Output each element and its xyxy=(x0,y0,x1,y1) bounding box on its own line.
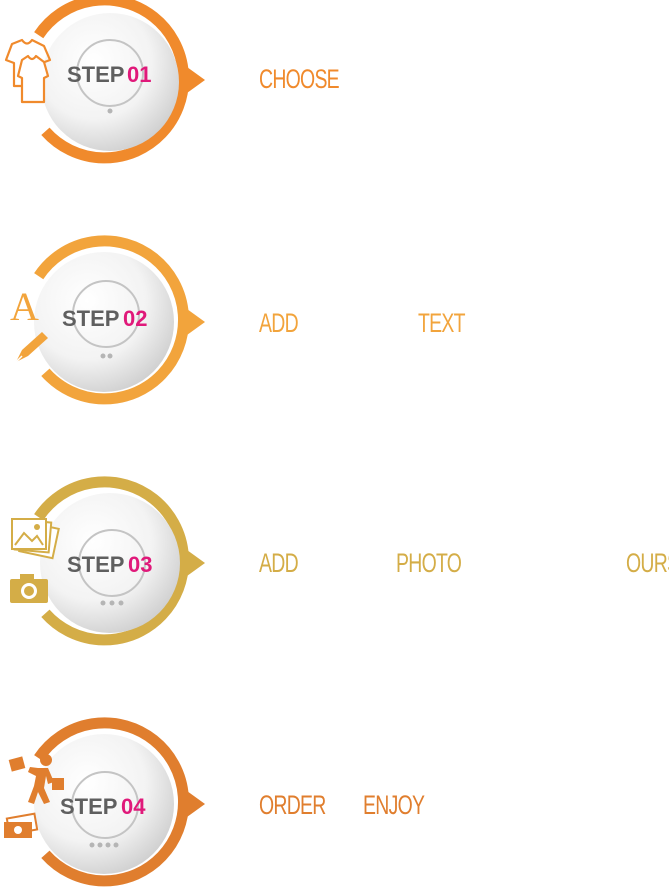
step-4-badge: STEP 04 xyxy=(34,717,205,887)
step-inner-circle xyxy=(72,280,140,348)
step-dot xyxy=(97,842,103,848)
step-word: ENJOY xyxy=(363,790,425,820)
letter-a-icon: A xyxy=(10,284,39,329)
step-word: PHOTO xyxy=(396,548,462,578)
step-2-badge: STEP 02 xyxy=(34,235,205,405)
photo-gallery-icon xyxy=(11,518,60,560)
step-disc xyxy=(34,252,174,392)
step-dot xyxy=(118,600,124,606)
step-2: STEP 02 A ADD TEXT xyxy=(0,235,669,410)
money-icon xyxy=(4,812,39,838)
step-disc xyxy=(41,13,179,151)
step-number: 04 xyxy=(121,794,146,819)
step-arrow xyxy=(187,67,205,93)
clothing-icon xyxy=(4,38,52,104)
step-4: STEP 04 ORDER ENJOY xyxy=(0,717,669,892)
step-word: CHOOSE xyxy=(259,64,340,94)
step-word: ADD xyxy=(259,308,299,338)
step-inner-circle xyxy=(71,771,139,839)
shopper-icon xyxy=(8,754,64,804)
svg-text:A: A xyxy=(10,284,39,329)
step-dot xyxy=(100,353,106,359)
step-word: ADD xyxy=(259,548,299,578)
step-inner-circle xyxy=(76,39,144,107)
step-number: 03 xyxy=(128,552,152,577)
step-label: STEP xyxy=(60,794,117,819)
step-1-badge: STEP 01 xyxy=(34,0,205,164)
step-1: STEP 01 CHOOSE xyxy=(0,0,669,170)
step-disc xyxy=(40,493,180,633)
step-dot xyxy=(107,108,113,114)
step-arrow xyxy=(187,791,205,817)
step-word: TEXT xyxy=(418,308,466,338)
step-disc xyxy=(34,734,174,874)
step-number: 02 xyxy=(123,306,147,331)
step-ring xyxy=(34,0,189,164)
camera-icon xyxy=(10,574,48,603)
step-dot xyxy=(107,353,113,359)
pen-icon xyxy=(15,332,48,363)
step-dot xyxy=(109,600,115,606)
step-label: STEP xyxy=(62,306,119,331)
step-label: STEP xyxy=(67,62,124,87)
step-dot xyxy=(89,842,95,848)
step-dot xyxy=(105,842,111,848)
step-arrow xyxy=(187,550,205,576)
step-arrow xyxy=(187,309,205,335)
step-inner-circle xyxy=(78,529,146,597)
step-ring xyxy=(34,476,189,646)
step-ring xyxy=(34,717,189,887)
step-number: 01 xyxy=(127,62,151,87)
step-dot xyxy=(113,842,119,848)
step-ring xyxy=(34,235,189,405)
step-label: STEP xyxy=(67,552,124,577)
step-dot xyxy=(100,600,106,606)
step-3-badge: STEP 03 xyxy=(34,476,205,646)
step-word: ORDER xyxy=(259,790,326,820)
